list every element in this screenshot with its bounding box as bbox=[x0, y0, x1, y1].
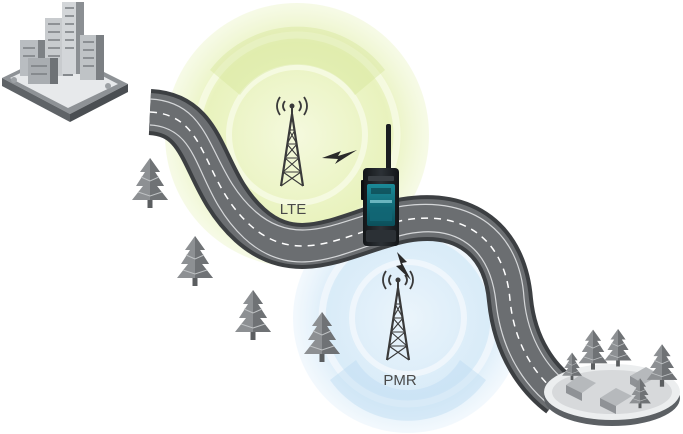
pine-tree-icon bbox=[176, 235, 214, 287]
lightning-icon bbox=[396, 252, 411, 280]
handheld-radio-icon bbox=[361, 124, 399, 246]
lte-label: LTE bbox=[280, 201, 306, 218]
pmr-label: PMR bbox=[383, 372, 417, 389]
pine-tree-icon bbox=[234, 289, 272, 341]
city-buildings-icon bbox=[2, 2, 128, 122]
pine-tree-icon bbox=[131, 157, 169, 209]
village-houses-icon bbox=[544, 328, 680, 426]
lightning-icon bbox=[322, 150, 357, 164]
